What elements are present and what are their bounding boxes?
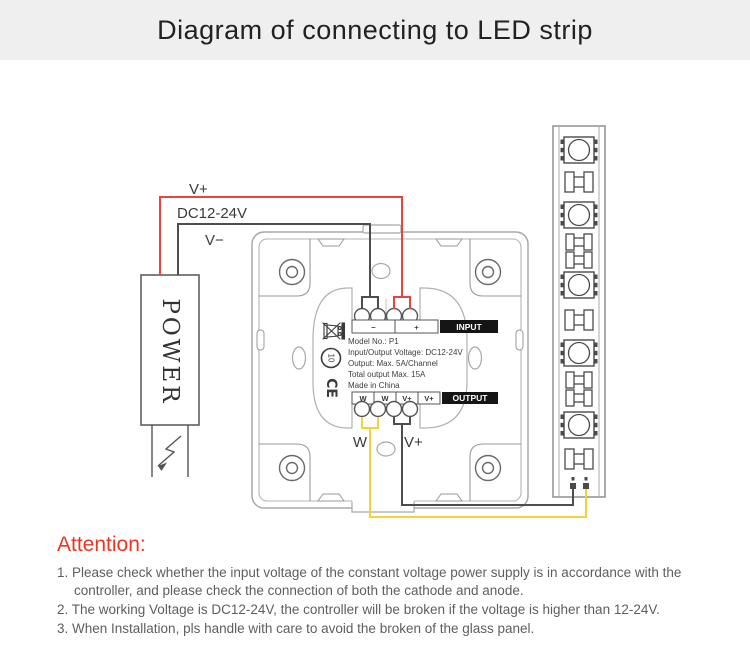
power-supply: POWER (140, 274, 200, 477)
resistor-icon (564, 171, 594, 193)
output-terminals (353, 400, 419, 418)
oval-holes (291, 262, 483, 457)
panel-top-tab (362, 224, 402, 234)
led-chip-icon (560, 136, 598, 164)
resistor-icon (565, 233, 593, 251)
attention-item-1: 1. Please check whether the input voltag… (57, 565, 682, 598)
power-label: POWER (157, 298, 183, 405)
weee-crossed-bin-icon (322, 322, 346, 340)
resistor-icon (564, 448, 594, 470)
wire-v-minus (177, 223, 379, 309)
input-plus-label: + (414, 323, 419, 332)
resistor-icon (565, 389, 593, 407)
led-chip-icon (560, 201, 598, 229)
power-box (140, 274, 200, 426)
lightning-bolt-icon (157, 435, 182, 467)
rohs-years-label: 10 (327, 354, 336, 363)
solder-pads (570, 477, 589, 489)
attention-section: Attention: 1. Please check whether the i… (57, 533, 717, 639)
rohs-epup-circle-icon: 10 (320, 347, 342, 369)
led-chip-icon (560, 411, 598, 439)
led-chips (560, 136, 598, 439)
spec-line: Model No.: P1 (348, 337, 399, 346)
output-cell-label: W (359, 394, 367, 403)
v-minus-wire-label: V− (205, 232, 224, 249)
spec-line: Input/Output Voltage: DC12-24V (348, 348, 463, 357)
resistor-icon (564, 309, 594, 331)
ac-cord (151, 425, 189, 477)
output-badge (442, 392, 498, 404)
page-title: Diagram of connecting to LED strip (157, 14, 593, 45)
input-badge (440, 320, 498, 333)
corner-brackets (258, 238, 522, 502)
spec-line: Made in China (348, 381, 400, 390)
input-label-bar: − + INPUT (351, 319, 498, 334)
v-plus-output-wire-label: V+ (404, 434, 423, 451)
attention-heading: Attention: (57, 533, 146, 556)
ce-mark-icon: CE (323, 378, 339, 398)
wiring (159, 196, 587, 518)
panel-bottom-notch (351, 501, 415, 513)
led-chip-icon (560, 271, 598, 299)
wire-v-plus-output (393, 417, 574, 506)
controller-panel: − + INPUT Model No.: P1 Input/Output Vol… (251, 224, 529, 513)
spec-text: Model No.: P1 Input/Output Voltage: DC12… (348, 337, 463, 390)
led-strip (552, 125, 606, 498)
input-minus-label: − (371, 323, 376, 332)
output-cell-label: V+ (424, 394, 434, 403)
output-cell-label: W (381, 394, 389, 403)
wire-w-channel (361, 417, 587, 518)
output-badge-label: OUTPUT (453, 393, 489, 403)
w-output-wire-label: W (353, 434, 368, 451)
resistor-icon (565, 251, 593, 269)
led-chip-icon (560, 339, 598, 367)
spec-line: Total output Max. 15A (348, 370, 426, 379)
corner-screws (278, 258, 502, 482)
v-plus-wire-label: V+ (189, 181, 208, 198)
title-banner: Diagram of connecting to LED strip (0, 0, 750, 60)
input-badge-label: INPUT (456, 322, 482, 332)
attention-item-3: 3. When Installation, pls handle with ca… (57, 621, 535, 636)
spec-line: Output: Max. 5A/Channel (348, 359, 438, 368)
output-label-bar: W W V+ V+ OUTPUT (351, 391, 498, 405)
wire-v-plus (159, 196, 411, 309)
resistor-icon (565, 371, 593, 389)
attention-item-2: 2. The working Voltage is DC12-24V, the … (57, 602, 660, 617)
resistors (564, 171, 594, 470)
dc-voltage-wire-label: DC12-24V (177, 205, 247, 222)
plate-slots (256, 238, 524, 502)
output-cell-label: V+ (402, 394, 412, 403)
